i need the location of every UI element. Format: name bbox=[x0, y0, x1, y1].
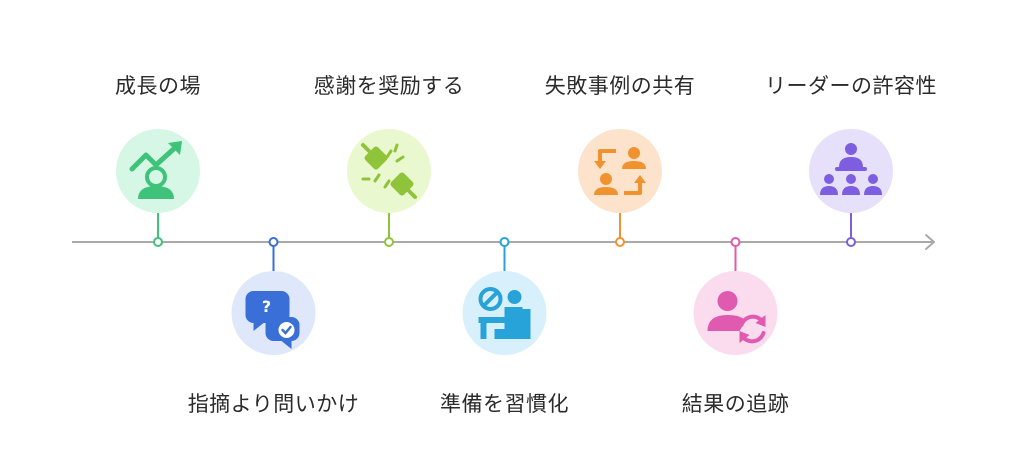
step-icon-circle bbox=[578, 129, 662, 213]
desk-no-sign-person-icon bbox=[478, 287, 531, 339]
timeline-marker bbox=[499, 237, 510, 247]
timeline-marker bbox=[384, 237, 394, 247]
person-refresh-icon bbox=[707, 291, 766, 344]
step-icon-circle bbox=[693, 271, 778, 355]
growth-chart-person-icon bbox=[129, 141, 182, 199]
step-label-growth: 成長の場 bbox=[115, 74, 201, 98]
question-chat-bubbles-icon: ? bbox=[245, 291, 300, 349]
timeline-marker bbox=[153, 237, 163, 247]
timeline-marker bbox=[615, 237, 625, 247]
step-label-failure-sharing: 失敗事例の共有 bbox=[544, 74, 696, 98]
axis-arrow-icon bbox=[925, 234, 935, 250]
step-label-gratitude: 感謝を奨励する bbox=[313, 74, 465, 98]
step-label-questioning: 指摘より問いかけ bbox=[187, 392, 360, 416]
step-icon-circle bbox=[347, 129, 431, 213]
svg-text:?: ? bbox=[262, 297, 271, 316]
step-label-result-tracking: 結果の追跡 bbox=[681, 392, 790, 416]
people-exchange-arrows-icon bbox=[594, 147, 646, 195]
timeline-marker bbox=[846, 237, 856, 247]
plug-connect-icon bbox=[361, 143, 417, 199]
step-label-preparation: 準備を習慣化 bbox=[440, 392, 569, 416]
timeline-marker bbox=[730, 237, 741, 247]
step-icon-circle bbox=[116, 129, 200, 213]
timeline-marker bbox=[268, 237, 279, 247]
step-label-leader-tolerance: リーダーの許容性 bbox=[765, 74, 937, 98]
leader-team-icon bbox=[820, 143, 882, 195]
